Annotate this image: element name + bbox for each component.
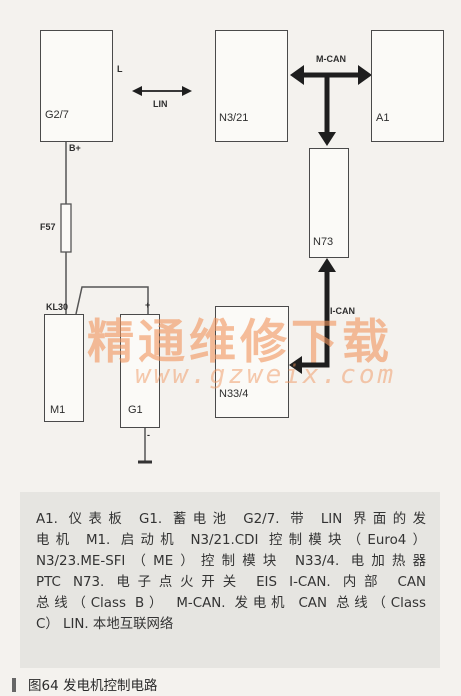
label-m1: M1 xyxy=(50,404,66,416)
wiring-svg xyxy=(60,65,372,464)
figure-caption: 图64 发电机控制电路 xyxy=(12,674,157,694)
legend-line: N3/23.ME-SFI（ME）控制模块 N33/4. 电加热器 xyxy=(36,554,426,569)
module-n334 xyxy=(215,306,289,418)
pin-l: L xyxy=(117,64,123,74)
pin-kl30: KL30 xyxy=(46,302,69,312)
caption-bar xyxy=(12,678,16,692)
label-g27: G2/7 xyxy=(45,109,69,121)
mcan-arrow-left xyxy=(290,65,304,85)
legend-box: A1. 仪表板 G1. 蓄电池 G2/7. 带 LIN 界面的发 电机 M1. … xyxy=(20,492,440,668)
caption-text: 图64 发电机控制电路 xyxy=(28,678,158,694)
label-a1: A1 xyxy=(376,112,390,124)
label-n73: N73 xyxy=(313,236,334,248)
pin-bplus: B+ xyxy=(69,143,81,153)
lin-arrow-right xyxy=(182,86,192,96)
module-n321 xyxy=(215,30,288,142)
mcan-arrow-right xyxy=(358,65,372,85)
watermark-url: www.gzweix.com xyxy=(135,360,397,390)
bus-label-mcan: M-CAN xyxy=(316,54,346,64)
label-n321: N3/21 xyxy=(219,112,249,124)
lin-arrow-left xyxy=(132,86,142,96)
module-n73 xyxy=(309,148,349,258)
module-m1 xyxy=(44,314,84,422)
mcan-arrow-down xyxy=(318,132,336,146)
pin-minus: - xyxy=(147,430,150,440)
legend-line: 总线（Class B） M-CAN. 发电机 CAN 总线（Class xyxy=(36,596,426,611)
legend-line: C） LIN. 本地互联网络 xyxy=(36,617,174,632)
fuse-f57 xyxy=(60,203,72,253)
ican-bus-line xyxy=(300,270,330,368)
legend-line: PTC N73. 电子点火开关 EIS I-CAN. 内部 CAN xyxy=(36,575,426,590)
watermark-text: 精通维修下载 xyxy=(87,315,393,370)
label-g1: G1 xyxy=(128,404,143,416)
legend-line: A1. 仪表板 G1. 蓄电池 G2/7. 带 LIN 界面的发 xyxy=(36,512,426,527)
bus-label-lin: LIN xyxy=(153,99,168,109)
module-g1 xyxy=(120,314,160,428)
ican-arrow-up xyxy=(318,258,336,272)
module-a1 xyxy=(371,30,444,142)
circuit-diagram: G2/7 N3/21 A1 N73 N33/4 M1 G1 F57 L B+ K… xyxy=(40,30,444,464)
label-f57: F57 xyxy=(40,222,56,232)
wire-m1-g1 xyxy=(75,286,149,315)
module-g27 xyxy=(40,30,113,142)
bus-label-ican: I-CAN xyxy=(330,306,355,316)
legend-line: 电机 M1. 启动机 N3/21.CDI 控制模块（Euro4） xyxy=(36,533,426,548)
pin-plus: + xyxy=(145,300,151,310)
ican-arrow-left xyxy=(289,356,302,374)
label-n334: N33/4 xyxy=(219,388,249,400)
